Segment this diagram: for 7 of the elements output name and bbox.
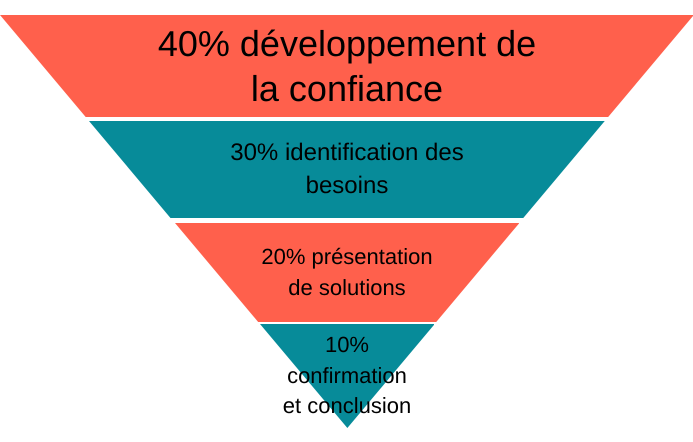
funnel-band [260,324,434,428]
band-label: 20% présentation de solutions [260,242,434,302]
funnel-band [174,223,520,322]
funnel-band [89,121,605,218]
funnel-band [0,15,693,117]
band-label: 30% identification des besoins [229,138,465,200]
band-label: 40% développement de la confiance [156,22,538,111]
